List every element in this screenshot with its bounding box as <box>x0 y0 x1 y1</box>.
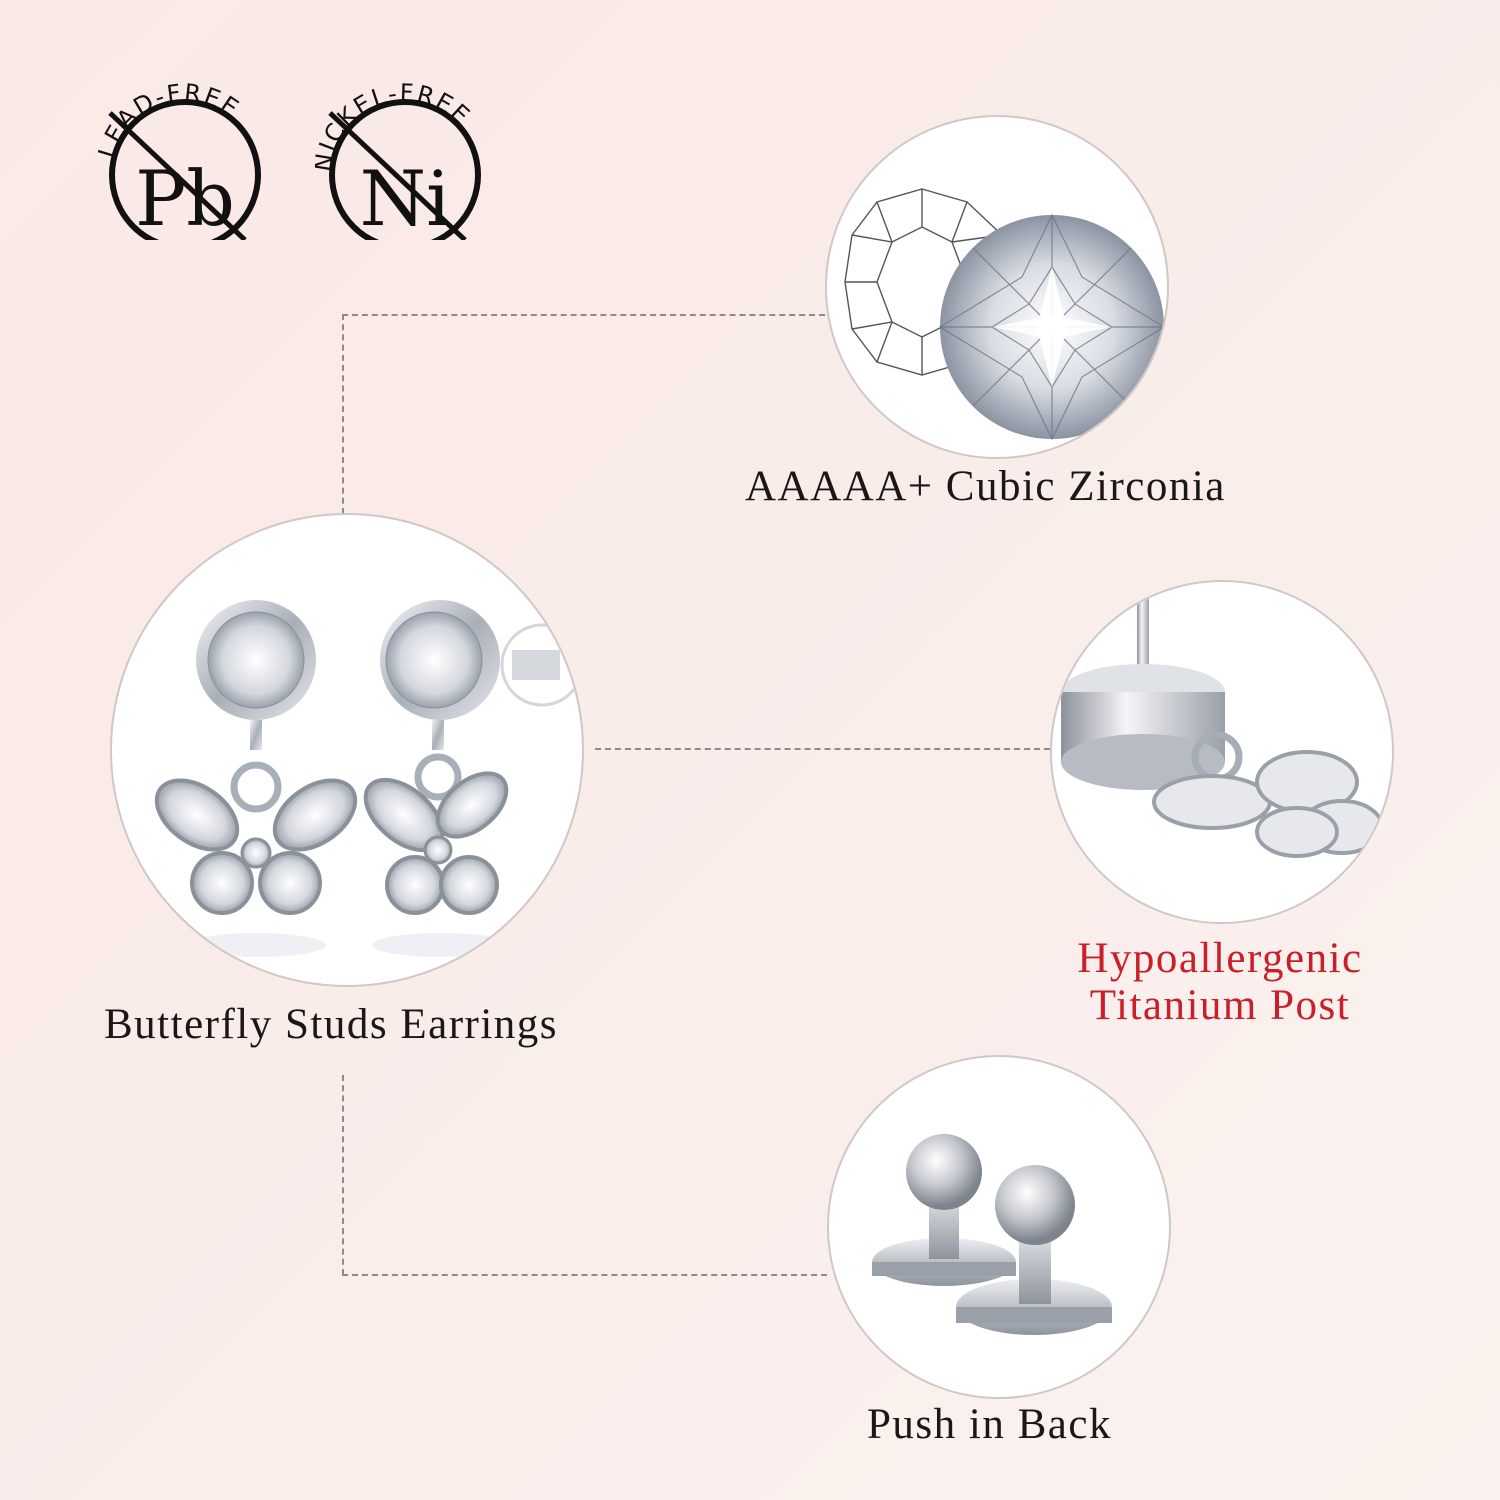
lead-symbol: Pb <box>135 154 235 243</box>
product-circle <box>110 513 584 987</box>
connector-line-bottom-horizontal <box>342 1274 827 1276</box>
lead-free-badge: LEAD-FREE Pb <box>95 50 285 243</box>
post-label-line2: Titanium Post <box>1089 982 1351 1029</box>
post-label: Hypoallergenic Titanium Post <box>1060 935 1380 1029</box>
product-label: Butterfly Studs Earrings <box>104 1001 559 1048</box>
zirconia-label: AAAAA+ Cubic Zirconia <box>745 463 1226 510</box>
zirconia-circle <box>825 115 1169 459</box>
lead-free-badge-graphic: LEAD-FREE <box>95 79 261 240</box>
nickel-symbol: Ni <box>359 154 451 243</box>
push-back-image <box>872 1134 1112 1335</box>
connector-line-top-vertical <box>342 314 344 514</box>
nickel-free-badge-graphic: NICKEL-FREE <box>315 79 481 240</box>
back-label: Push in Back <box>867 1401 1112 1448</box>
connector-line-middle-horizontal <box>595 748 1050 750</box>
post-label-line1: Hypoallergenic <box>1077 935 1363 982</box>
back-circle <box>827 1055 1171 1399</box>
butterfly-earrings-image <box>154 600 582 957</box>
connector-line-bottom-vertical <box>342 1075 344 1275</box>
post-circle <box>1050 580 1394 924</box>
zirconia-gem-image <box>844 188 1166 441</box>
titanium-post-image <box>1061 582 1384 858</box>
nickel-free-badge: NICKEL-FREE Ni <box>315 50 505 243</box>
connector-line-top-horizontal <box>342 314 825 316</box>
